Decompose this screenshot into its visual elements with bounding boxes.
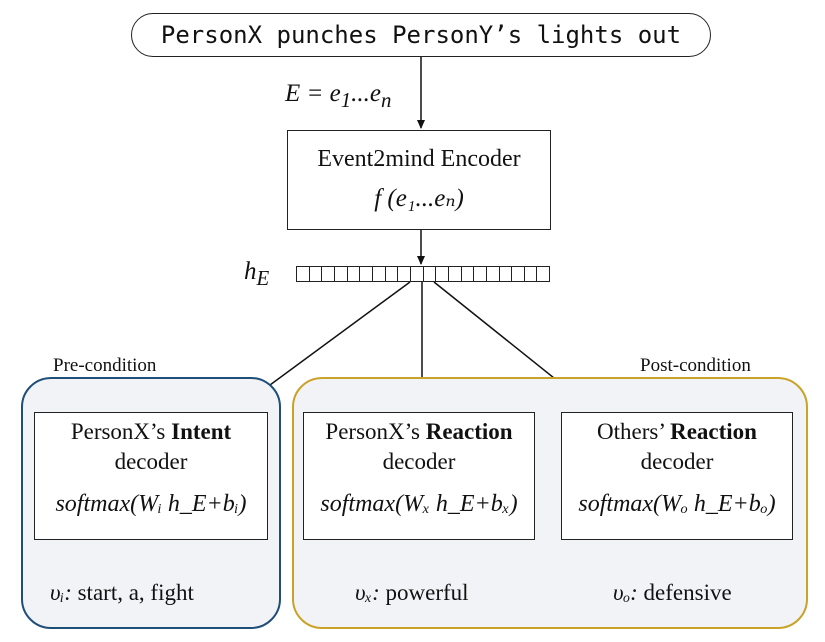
hidden-state-cell bbox=[310, 267, 323, 281]
pre-condition-label: Pre-condition bbox=[53, 355, 157, 376]
hidden-state-cell bbox=[449, 267, 462, 281]
hidden-state-cell bbox=[500, 267, 513, 281]
others-result: υₒ: defensive bbox=[613, 580, 732, 606]
hidden-state-cell bbox=[411, 267, 424, 281]
hidden-state-cell bbox=[525, 267, 538, 281]
input-event-text: PersonX punches PersonY’s lights out bbox=[160, 21, 682, 49]
embedding-mid-sub: n bbox=[381, 88, 392, 112]
hidden-state-cell bbox=[348, 267, 361, 281]
reaction-decoder-title: PersonX’s Reaction bbox=[304, 417, 534, 447]
others-decoder-title: Others’ Reaction bbox=[562, 417, 792, 447]
hidden-state-cell bbox=[462, 267, 475, 281]
reaction-decoder-formula: softmax(Wₓ h_E+bₓ) bbox=[320, 491, 518, 517]
hidden-state-cell bbox=[386, 267, 399, 281]
intent-decoder-title: PersonX’s Intent bbox=[35, 417, 267, 447]
others-decoder-formula: softmax(Wₒ h_E+bₒ) bbox=[578, 491, 776, 517]
intent-decoder-title-bold: Intent bbox=[171, 419, 232, 444]
embedding-lhs: E = e bbox=[285, 80, 341, 107]
hidden-state-cell bbox=[537, 267, 549, 281]
others-result-text: defensive bbox=[637, 580, 732, 605]
hidden-state-cell bbox=[474, 267, 487, 281]
encoder-box: Event2mind Encoder f (e₁...eₙ) bbox=[287, 130, 551, 230]
hidden-label-h: h bbox=[244, 258, 257, 285]
hidden-state-vector bbox=[296, 266, 550, 282]
others-reaction-decoder: Others’ Reaction decoder softmax(Wₒ h_E+… bbox=[561, 412, 793, 540]
embedding-lhs-sub: 1 bbox=[340, 88, 352, 112]
intent-result-text: start, a, fight bbox=[71, 580, 194, 605]
hidden-state-cell bbox=[373, 267, 386, 281]
intent-decoder-title-plain: PersonX’s bbox=[70, 419, 172, 444]
others-decoder-subtitle: decoder bbox=[640, 449, 714, 474]
intent-decoder: PersonX’s Intent decoder softmax(Wᵢ h_E+… bbox=[34, 412, 268, 540]
hidden-state-cell bbox=[512, 267, 525, 281]
input-event: PersonX punches PersonY’s lights out bbox=[131, 13, 711, 57]
hidden-state-cell bbox=[322, 267, 335, 281]
embedding-equation: E = e1...en bbox=[285, 80, 391, 113]
intent-result-var: υᵢ: bbox=[50, 580, 72, 605]
hidden-state-cell bbox=[297, 267, 310, 281]
reaction-result-var: υₓ: bbox=[355, 580, 380, 605]
encoder-formula: f (e₁...eₙ) bbox=[374, 185, 464, 212]
embedding-mid: ...e bbox=[351, 80, 382, 107]
reaction-decoder-title-bold: Reaction bbox=[425, 419, 513, 444]
hidden-state-cell bbox=[398, 267, 411, 281]
hidden-state-cell bbox=[436, 267, 449, 281]
reaction-decoder-title-plain: PersonX’s bbox=[325, 419, 426, 444]
reaction-result-text: powerful bbox=[379, 580, 469, 605]
reaction-decoder-subtitle: decoder bbox=[382, 449, 456, 474]
reaction-decoder: PersonX’s Reaction decoder softmax(Wₓ h_… bbox=[303, 412, 535, 540]
intent-decoder-formula: softmax(Wᵢ h_E+bᵢ) bbox=[55, 491, 247, 517]
reaction-result: υₓ: powerful bbox=[355, 580, 469, 606]
post-condition-label: Post-condition bbox=[640, 355, 751, 376]
hidden-state-cell bbox=[487, 267, 500, 281]
hidden-state-cell bbox=[424, 267, 437, 281]
others-decoder-title-plain: Others’ bbox=[597, 419, 671, 444]
hidden-state-label: hE bbox=[244, 258, 269, 291]
hidden-label-sub: E bbox=[256, 266, 270, 290]
hidden-state-cell bbox=[335, 267, 348, 281]
intent-decoder-subtitle: decoder bbox=[114, 449, 188, 474]
others-decoder-title-bold: Reaction bbox=[670, 419, 757, 444]
intent-result: υᵢ: start, a, fight bbox=[50, 580, 194, 606]
encoder-title: Event2mind Encoder bbox=[317, 146, 521, 172]
hidden-state-cell bbox=[360, 267, 373, 281]
others-result-var: υₒ: bbox=[613, 580, 638, 605]
